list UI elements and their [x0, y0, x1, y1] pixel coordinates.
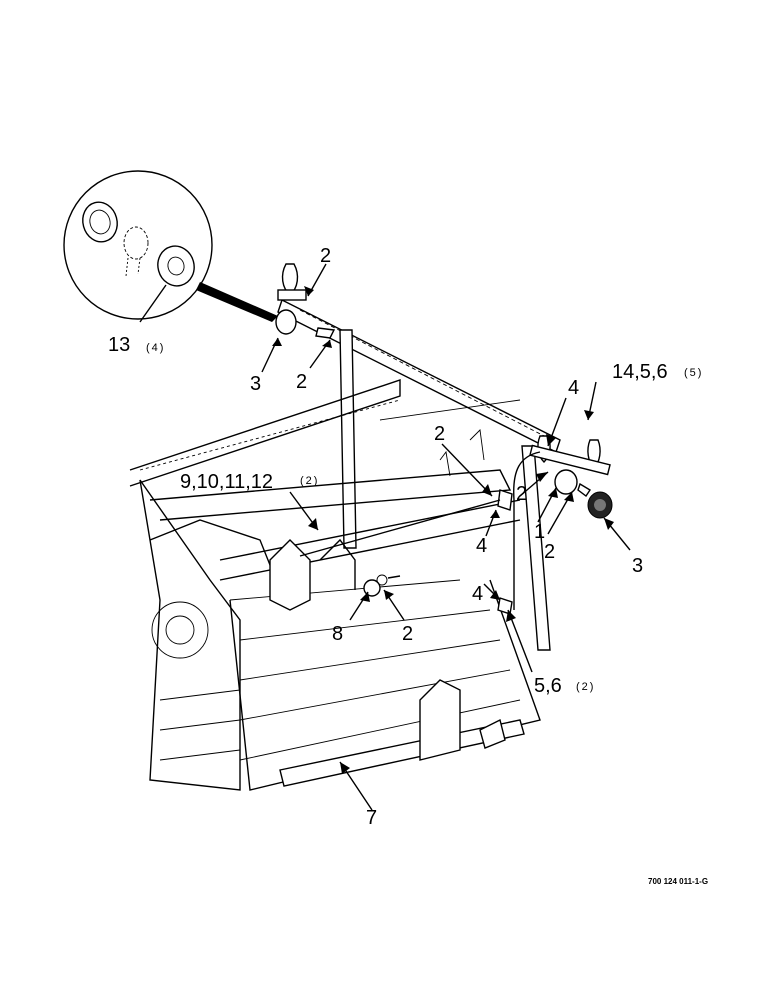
callout-1: 1: [534, 521, 545, 543]
top-left-light: [275, 263, 336, 339]
callout-7: 7: [366, 807, 377, 829]
callout-14-5-6-qty: (5): [684, 367, 703, 379]
callout-2-top: 2: [320, 245, 331, 267]
callout-4-mid: 4: [476, 535, 487, 557]
callout-2-rail: 2: [296, 371, 307, 393]
callout-2-wall: 2: [434, 423, 445, 445]
callout-9-10-11-12: 9,10,11,12: [180, 471, 273, 493]
callout-13: 13: [108, 334, 130, 356]
callout-2-light: 2: [544, 541, 555, 563]
callout-3-right: 3: [632, 555, 643, 577]
callout-5-6-qty: (2): [576, 681, 595, 693]
callout-2-bracket: 2: [516, 483, 527, 505]
detail-inset: [63, 170, 278, 322]
callout-4-top: 4: [568, 377, 579, 399]
callout-9-10-11-12-qty: (2): [300, 475, 319, 487]
callout-2-clamp: 2: [402, 623, 413, 645]
baler-frame: [129, 299, 561, 791]
callout-14-5-6: 14,5,6: [612, 361, 668, 383]
right-light-assembly: [497, 435, 613, 615]
callout-8: 8: [332, 623, 343, 645]
callout-4-low: 4: [472, 583, 483, 605]
callout-13-qty: (4): [146, 342, 165, 354]
center-clamp: [299, 499, 501, 597]
leader-lines: [139, 263, 631, 811]
callout-3-left: 3: [250, 373, 261, 395]
reference-number: 700 124 011-1-G: [648, 877, 708, 886]
callout-5-6: 5,6: [534, 675, 562, 697]
